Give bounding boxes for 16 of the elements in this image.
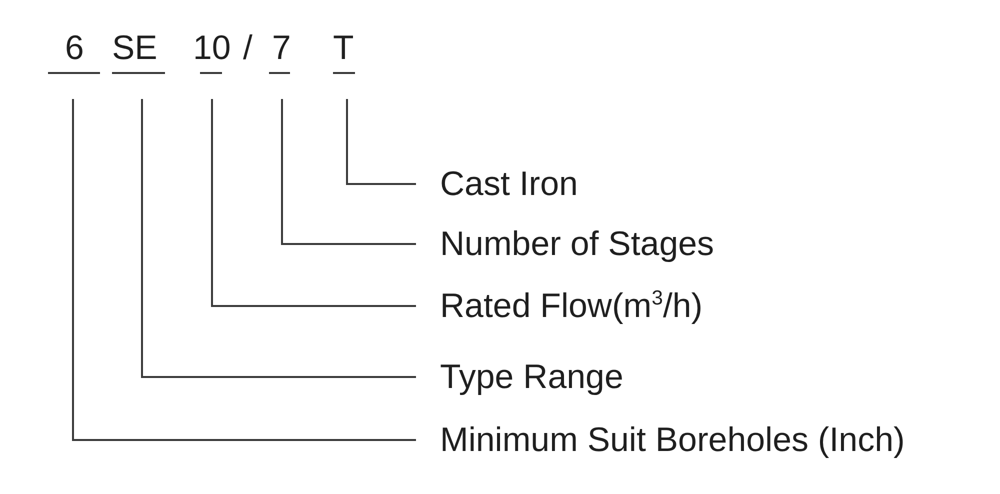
description-label: Rated Flow(m$^{3}$/h) — [440, 286, 703, 326]
model-code-label: 7 — [272, 28, 291, 68]
leader-line — [211, 99, 416, 307]
description-label: Number of Stages — [440, 224, 714, 264]
model-code-label: T — [333, 28, 354, 68]
model-code-label: SE — [112, 28, 158, 68]
slash-label: / — [243, 28, 252, 68]
description-label: Minimum Suit Boreholes (Inch) — [440, 420, 905, 460]
leader-line — [72, 99, 416, 441]
description-label: Type Range — [440, 357, 624, 397]
leader-line — [346, 99, 416, 185]
leader-line — [281, 99, 416, 245]
description-label: Cast Iron — [440, 164, 578, 204]
leader-line — [141, 99, 416, 378]
model-code-label: 6 — [65, 28, 84, 68]
model-code-label: 10 — [193, 28, 231, 68]
